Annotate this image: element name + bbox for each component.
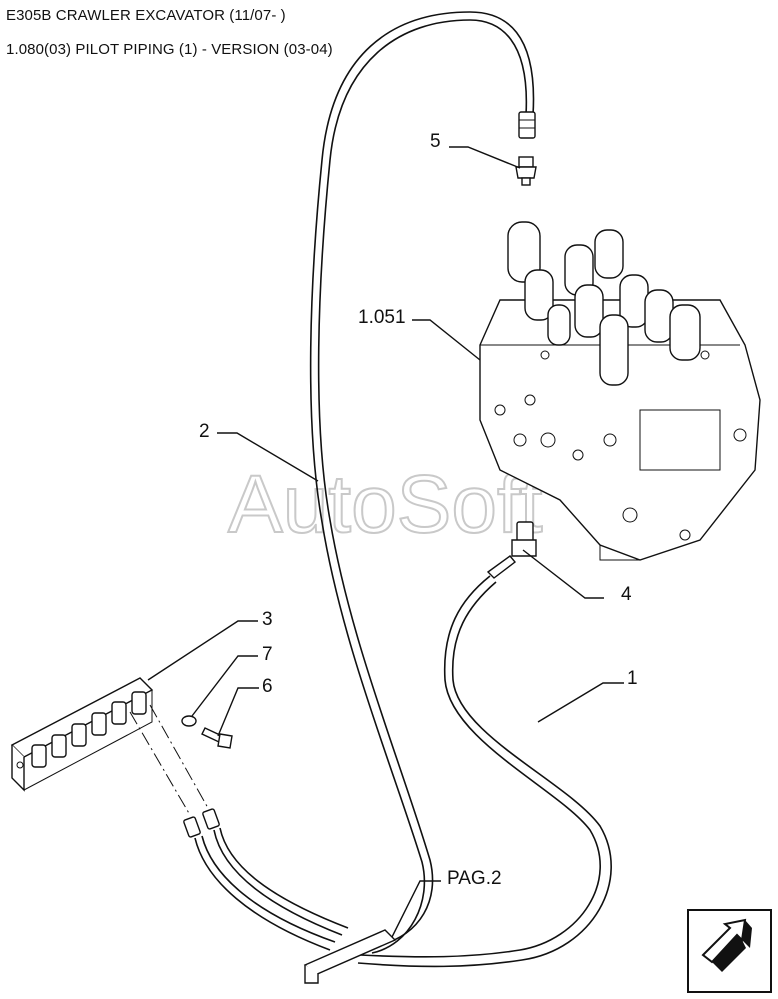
callout-5: 5 — [430, 131, 441, 152]
hose-1 — [357, 555, 612, 968]
callout-1: 1 — [627, 668, 638, 689]
callout-6: 6 — [262, 676, 273, 697]
callout-7: 7 — [262, 644, 273, 665]
pilot-manifold-3 — [10, 677, 154, 792]
watermark-text: AutoSoft — [228, 459, 543, 550]
elbow-fitting-4 — [511, 521, 537, 557]
hose-2 — [309, 11, 536, 954]
callout-1051: 1.051 — [358, 307, 406, 328]
centerline — [129, 711, 191, 816]
callout-4: 4 — [621, 584, 632, 605]
diagram-subtitle: 1.080(03) PILOT PIPING (1) - VERSION (03… — [6, 41, 333, 58]
arrow-next-page-icon[interactable] — [687, 909, 772, 993]
hose-bracket — [303, 929, 397, 984]
leader-lines — [147, 146, 624, 938]
callout-pag2: PAG.2 — [447, 868, 502, 889]
diagram-title: E305B CRAWLER EXCAVATOR (11/07- ) — [6, 7, 286, 24]
callout-2: 2 — [199, 421, 210, 442]
centerline — [149, 704, 209, 809]
fitting-5 — [515, 156, 537, 186]
small-pilot-hoses — [183, 808, 349, 951]
bolt-6 — [201, 727, 233, 749]
washer-7 — [181, 715, 197, 727]
callout-3: 3 — [262, 609, 273, 630]
control-valve-1051 — [479, 221, 761, 561]
